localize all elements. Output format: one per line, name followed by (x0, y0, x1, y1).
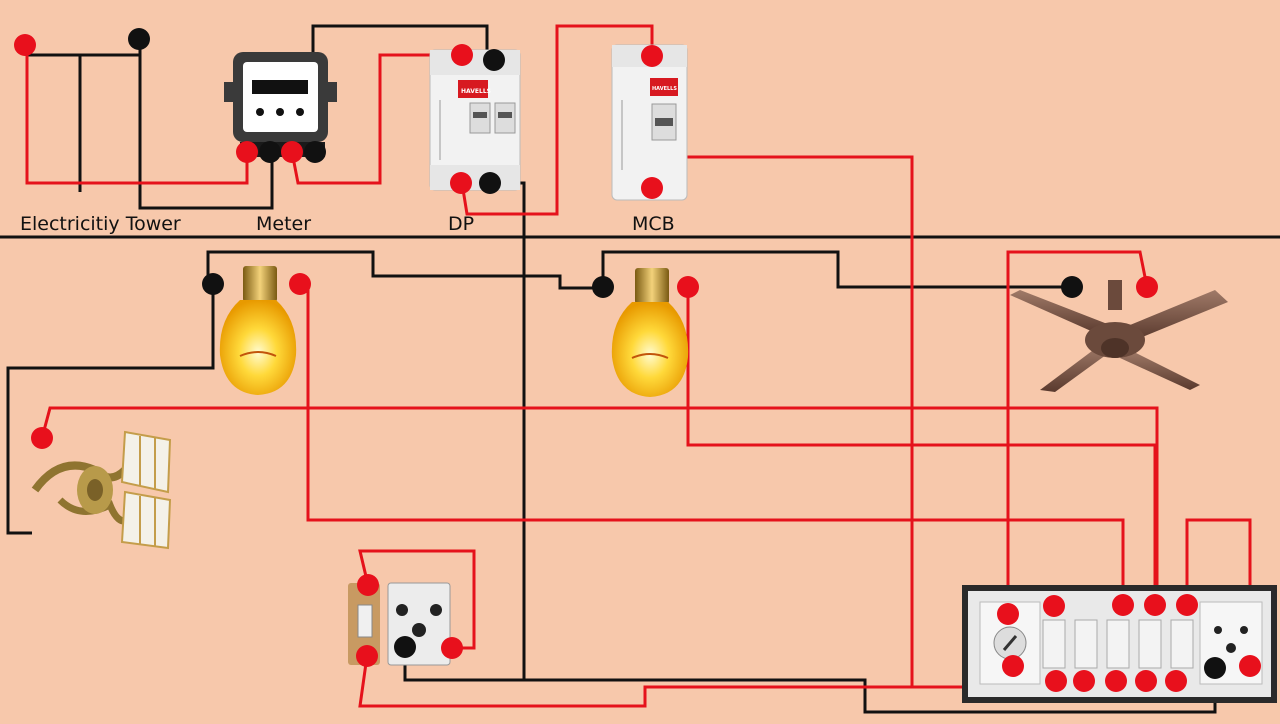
mcb-label: MCB (632, 213, 675, 235)
double-pole-breaker: HAVELLS (429, 44, 521, 194)
bulb-icon (592, 268, 699, 397)
energy-meter (224, 52, 337, 163)
switchboard-icon (962, 585, 1277, 703)
electricity-tower (14, 28, 150, 56)
tower-label: Electricitiy Tower (20, 213, 181, 235)
mcb-breaker: HAVELLS (611, 44, 688, 201)
wall-lamp-icon (31, 427, 172, 550)
dp-brand: HAVELLS (461, 88, 491, 95)
ceiling-fan-icon (1010, 276, 1228, 392)
switch-socket-icon (348, 574, 463, 667)
dp-label: DP (448, 213, 474, 235)
bulb-icon (202, 266, 311, 395)
meter-label: Meter (256, 213, 311, 235)
mcb-brand: HAVELLS (652, 86, 677, 92)
